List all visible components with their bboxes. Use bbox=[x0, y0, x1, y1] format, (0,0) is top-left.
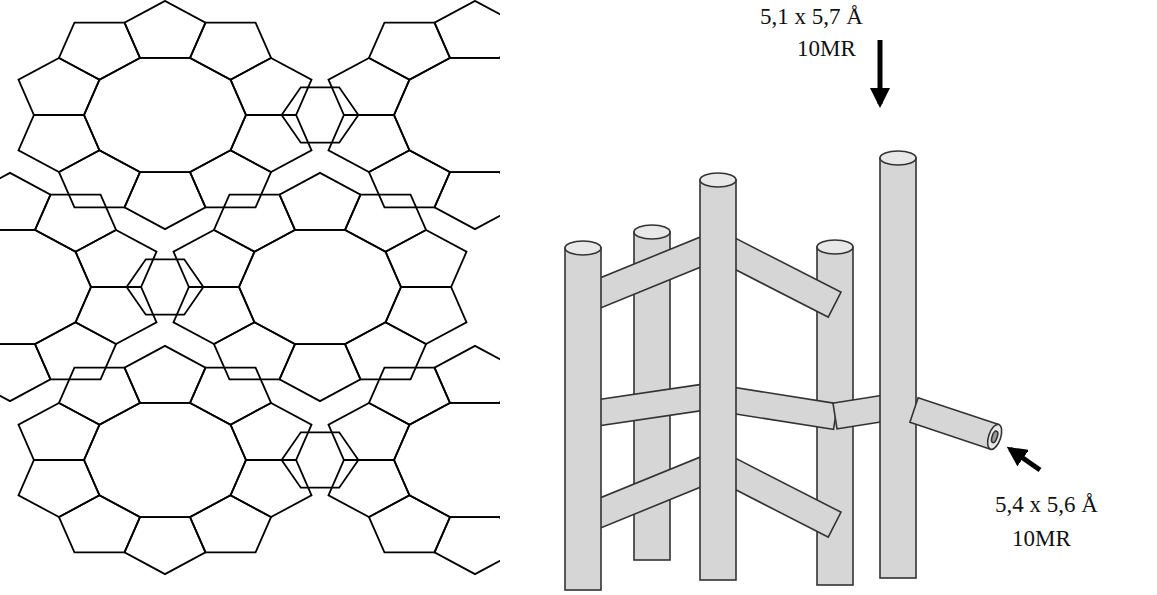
straight-channel bbox=[700, 173, 736, 580]
ring-size: 10MR bbox=[797, 36, 856, 62]
ten-ring-units bbox=[0, 0, 500, 595]
pore-dimension: 5,4 x 5,6 Å bbox=[995, 492, 1098, 518]
six-ring bbox=[127, 259, 204, 314]
framework-projection bbox=[0, 0, 500, 595]
ten-ring bbox=[279, 313, 500, 595]
six-ring bbox=[282, 87, 359, 142]
straight-channel bbox=[880, 151, 916, 578]
sinusoidal-channel bbox=[910, 398, 1005, 451]
ten-ring bbox=[279, 0, 500, 262]
pointer-arrows bbox=[880, 40, 1040, 470]
ten-ring bbox=[0, 0, 361, 262]
ring-size: 10MR bbox=[1012, 526, 1071, 552]
six-ring bbox=[282, 432, 359, 487]
pore-dimension: 5,1 x 5,7 Å bbox=[760, 4, 863, 30]
pointer-arrow bbox=[1010, 449, 1040, 470]
six-rings bbox=[127, 87, 359, 487]
sinusoidal-channel bbox=[581, 382, 719, 428]
pointer-arrow bbox=[878, 40, 883, 104]
straight-channel bbox=[565, 241, 601, 590]
ten-ring bbox=[0, 140, 206, 435]
front-channels bbox=[565, 151, 1004, 590]
ten-ring bbox=[0, 313, 361, 595]
sinusoidal-channels bbox=[578, 232, 901, 537]
